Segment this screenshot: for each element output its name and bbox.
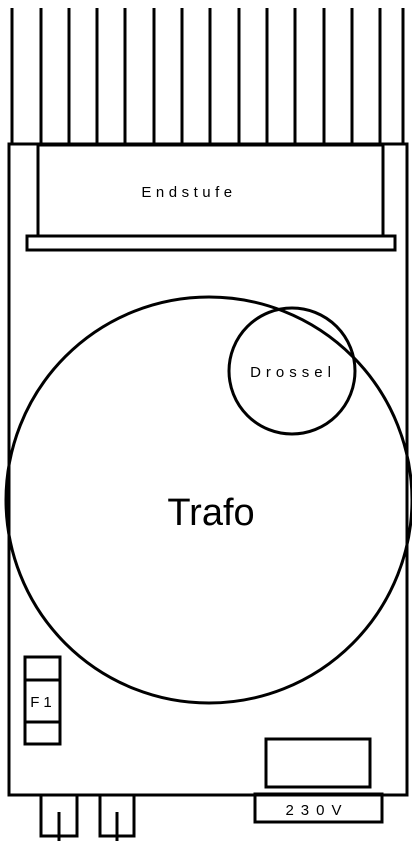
fuse-cap-bottom [23, 720, 62, 746]
mains-inlet-plate [253, 792, 384, 824]
mains-socket [264, 737, 372, 789]
heatsink [10, 8, 405, 145]
mains-label: 230V [285, 802, 348, 819]
fuse-label: F1 [30, 694, 56, 711]
choke-label: Drossel [250, 364, 336, 381]
amplifier-mounting-bar [25, 234, 397, 252]
output-terminal-right [98, 795, 136, 841]
amplifier-label: Endstufe [141, 184, 236, 201]
transformer-label: Trafo [167, 492, 254, 534]
fuse-cap-top [23, 655, 62, 682]
fuse-holder [23, 655, 62, 746]
choke-circle [227, 306, 357, 436]
transformer-circle [4, 295, 412, 705]
output-terminal-left [39, 795, 79, 841]
chassis-outline [7, 142, 409, 797]
